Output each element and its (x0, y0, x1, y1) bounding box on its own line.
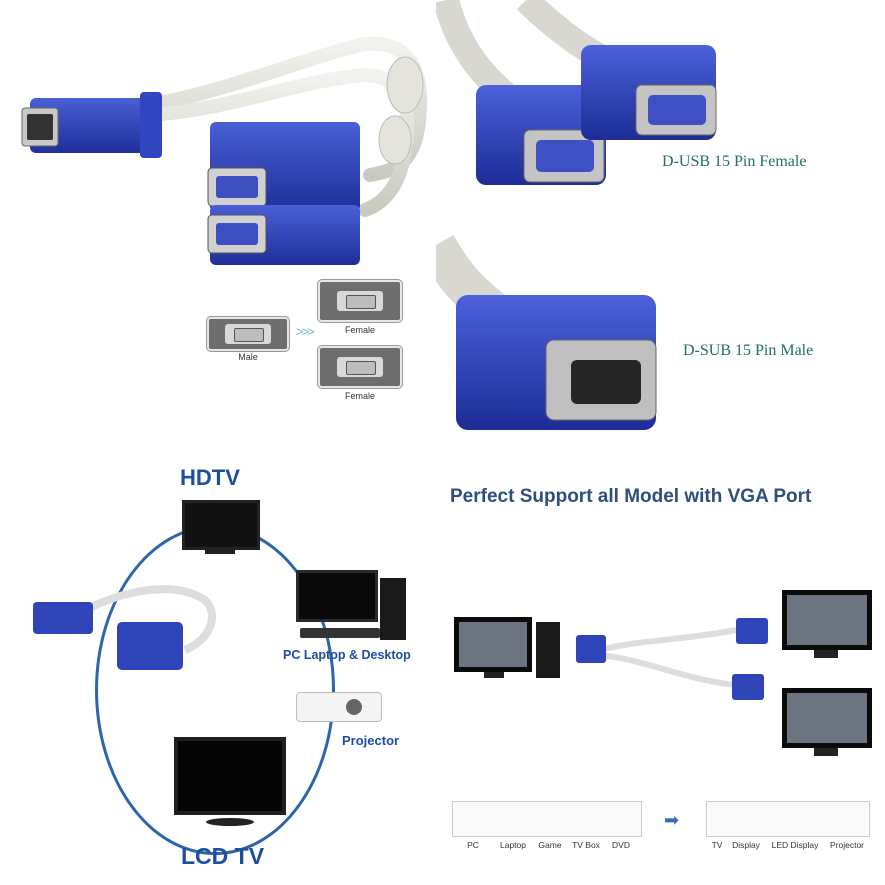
male-port-badge (207, 317, 289, 351)
hdtv-icon (182, 500, 260, 550)
male-vga-connector (21, 92, 162, 158)
source-dvd: DVD (612, 840, 630, 850)
male-label: Male (238, 352, 258, 362)
female-connector-2 (581, 45, 717, 140)
projector-label: Projector (342, 733, 400, 748)
lcd-label: LCD TV (181, 843, 265, 869)
monitor-icon (296, 570, 378, 622)
setup-illustration (454, 590, 872, 756)
keyboard-icon (300, 628, 380, 638)
target-tv: TV (711, 840, 723, 850)
female-port-badge-bottom (318, 346, 402, 388)
projector-icon (296, 692, 382, 722)
female-port-badge-top (318, 280, 402, 322)
female-vga-connector-bottom (207, 205, 360, 265)
target-display: Display (732, 840, 760, 850)
female-caption: D-USB 15 Pin Female (662, 153, 807, 170)
male-caption: D-SUB 15 Pin Male (683, 342, 814, 359)
source-tvbox: TV Box (572, 840, 600, 850)
male-connector-closeup (456, 295, 657, 430)
target-devices-box (706, 801, 870, 837)
splitter-cable-icon (33, 585, 217, 670)
female-label-bottom: Female (344, 391, 375, 401)
support-diagram-panel: Perfect Support all Model with VGA Port … (436, 440, 885, 885)
headline: Perfect Support all Model with VGA Port (450, 486, 812, 507)
source-game: Game (538, 840, 562, 850)
target-projector: Projector (829, 840, 864, 850)
pc-label: PC Laptop & Desktop (283, 648, 411, 662)
compatibility-diagram-panel: HDTV PC Laptop & Desktop Projector LCD T… (0, 440, 436, 885)
connector-closeup-panel: D-USB 15 Pin Female D-SUB 15 Pin Male (436, 0, 885, 440)
hdtv-label: HDTV (180, 465, 240, 490)
connector-closeup-illustration (436, 0, 717, 430)
source-laptop: Laptop (500, 840, 526, 850)
y-splitter-illustration (21, 36, 428, 265)
female-vga-connector-top (207, 122, 360, 212)
product-photo-y-splitter: Male >>> Female Female (0, 0, 436, 440)
target-led-display: LED Display (771, 840, 819, 850)
female-label-top: Female (344, 325, 375, 335)
desktop-tower-icon (380, 578, 406, 640)
female-connector-1 (476, 85, 606, 185)
source-pc: PC (467, 840, 479, 850)
arrow-icon: >>> (296, 324, 315, 339)
arrow-right-icon: ➡ (664, 810, 680, 830)
lcd-tv-icon (174, 737, 286, 815)
source-devices-box (452, 801, 642, 837)
